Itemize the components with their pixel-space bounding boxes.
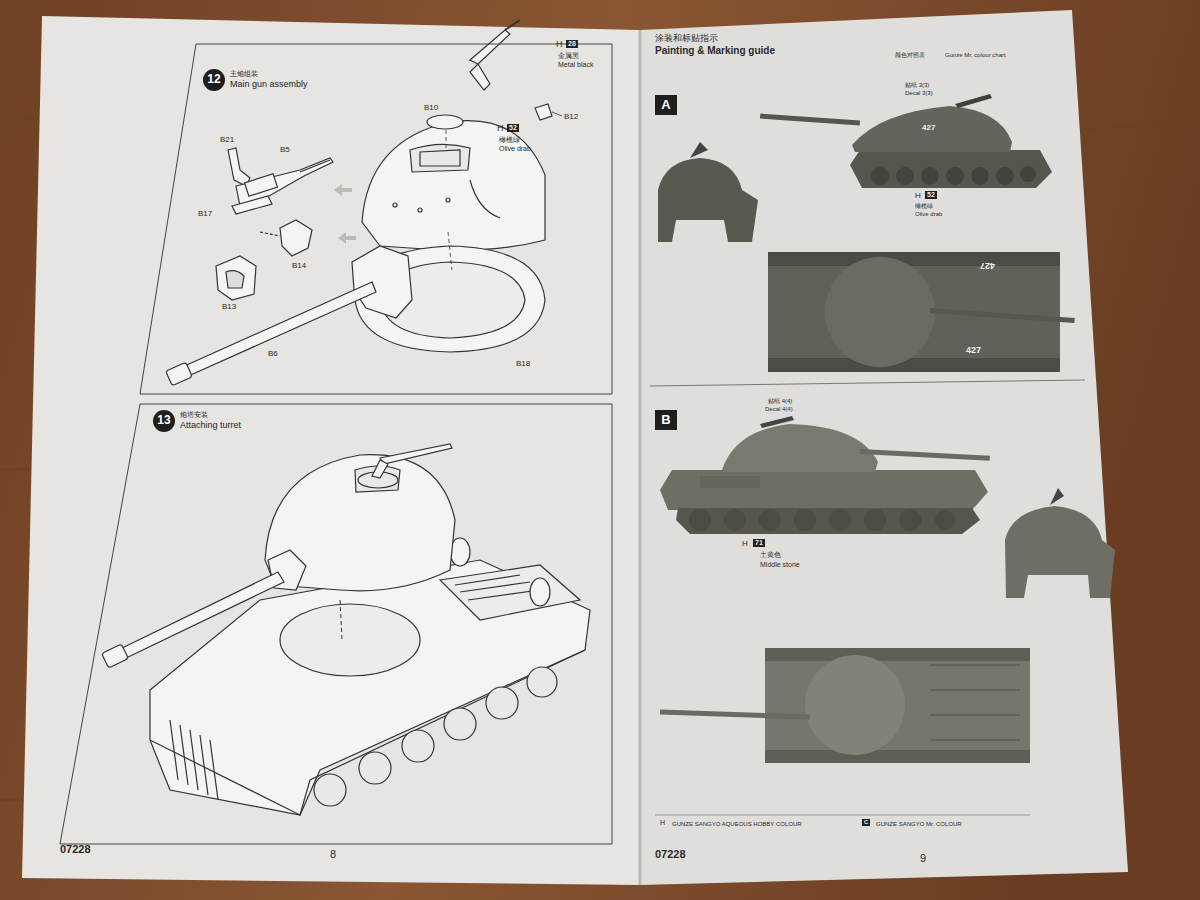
- part-label: B6: [268, 350, 278, 359]
- part-label: GUNZE SANGYO Mr. COLOUR: [876, 821, 962, 828]
- spine: [639, 30, 642, 885]
- step-number-text: 13: [157, 414, 170, 427]
- scheme-b-front-view: [1005, 488, 1115, 598]
- part-label: 颜色对照表: [895, 52, 925, 59]
- step-panel: 炮塔安装 Attaching turret 13: [58, 402, 614, 846]
- main-gun-parts: [166, 20, 552, 386]
- part-label: Painting & Marking guide: [655, 45, 775, 56]
- decal-number: 427: [922, 124, 935, 133]
- step-number: 12: [203, 69, 225, 91]
- scheme-letter: B: [661, 413, 670, 427]
- part-label: Gunze Mr. colour chart: [945, 52, 1006, 59]
- scheme-divider: [650, 380, 1085, 386]
- scheme-a-side-view: [760, 94, 1052, 188]
- step-title-cn: 主炮组装: [230, 70, 258, 78]
- scheme-letter: A: [661, 98, 670, 112]
- scheme-a-front-view: [658, 142, 758, 242]
- part-label: Middle stone: [760, 561, 800, 569]
- part-label: B18: [516, 360, 530, 369]
- part-label: H: [497, 124, 504, 134]
- part-label: 金属黑: [558, 52, 579, 60]
- part-label: 贴纸 4(4): [768, 398, 792, 405]
- part-label: B5: [280, 146, 290, 155]
- part-label: B12: [564, 113, 578, 122]
- scheme-b-side-view: [660, 416, 990, 534]
- color-code: 71: [753, 539, 765, 547]
- part-label: 橄榄绿: [499, 136, 520, 144]
- panel-outline: [58, 402, 614, 846]
- part-label: 贴纸 3(3): [905, 82, 929, 89]
- part-label: B17: [198, 210, 212, 219]
- part-label: H: [660, 819, 665, 827]
- part-label: 07228: [655, 848, 686, 860]
- part-label: H: [915, 192, 921, 201]
- decal-number: 427: [980, 260, 995, 270]
- step-number-text: 12: [207, 73, 220, 86]
- color-code: 52: [925, 191, 937, 199]
- step-title-cn: 炮塔安装: [180, 411, 208, 419]
- assembly-arrows: [334, 184, 356, 244]
- part-label: Decal 4(4): [765, 406, 793, 413]
- scheme-badge: B: [655, 410, 677, 430]
- part-label: 9: [920, 852, 926, 864]
- part-label: B13: [222, 303, 236, 312]
- step-title-en: Main gun assembly: [230, 80, 308, 90]
- color-code: 52: [507, 124, 519, 132]
- part-label: Metal black: [558, 61, 593, 69]
- scheme-badge: A: [655, 95, 677, 115]
- part-label: H: [742, 540, 748, 549]
- leader-lines: [446, 112, 562, 270]
- right-page: [640, 10, 1128, 885]
- part-label: 橄榄绿: [915, 203, 933, 210]
- part-label: 土黄色: [760, 551, 781, 559]
- part-label: 8: [330, 848, 336, 860]
- part-label: B21: [220, 136, 234, 145]
- part-label: 07228: [60, 843, 91, 855]
- left-page: [22, 16, 640, 885]
- part-label: GUNZE SANGYO AQUEOUS HOBBY COLOUR: [672, 821, 802, 828]
- part-label: Olive drab: [915, 211, 942, 218]
- attach-arrow: [340, 600, 342, 640]
- part-label: B14: [292, 262, 306, 271]
- part-label: Decal 3(3): [905, 90, 933, 97]
- scheme-b-top-view: [660, 648, 1030, 763]
- part-label: H: [556, 40, 563, 50]
- step-title-en: Attaching turret: [180, 421, 241, 431]
- footer-rule: [655, 815, 1030, 816]
- color-code: C: [862, 819, 870, 826]
- step-number: 13: [153, 410, 175, 432]
- color-code: 28: [566, 40, 578, 48]
- tank-assembly: [102, 444, 590, 815]
- part-label: B10: [424, 104, 438, 113]
- part-label: Olive drab: [499, 145, 531, 153]
- decal-number: 427: [966, 346, 981, 356]
- part-label: 涂装和标贴指示: [655, 34, 718, 44]
- scheme-a-top-view: [768, 252, 1075, 372]
